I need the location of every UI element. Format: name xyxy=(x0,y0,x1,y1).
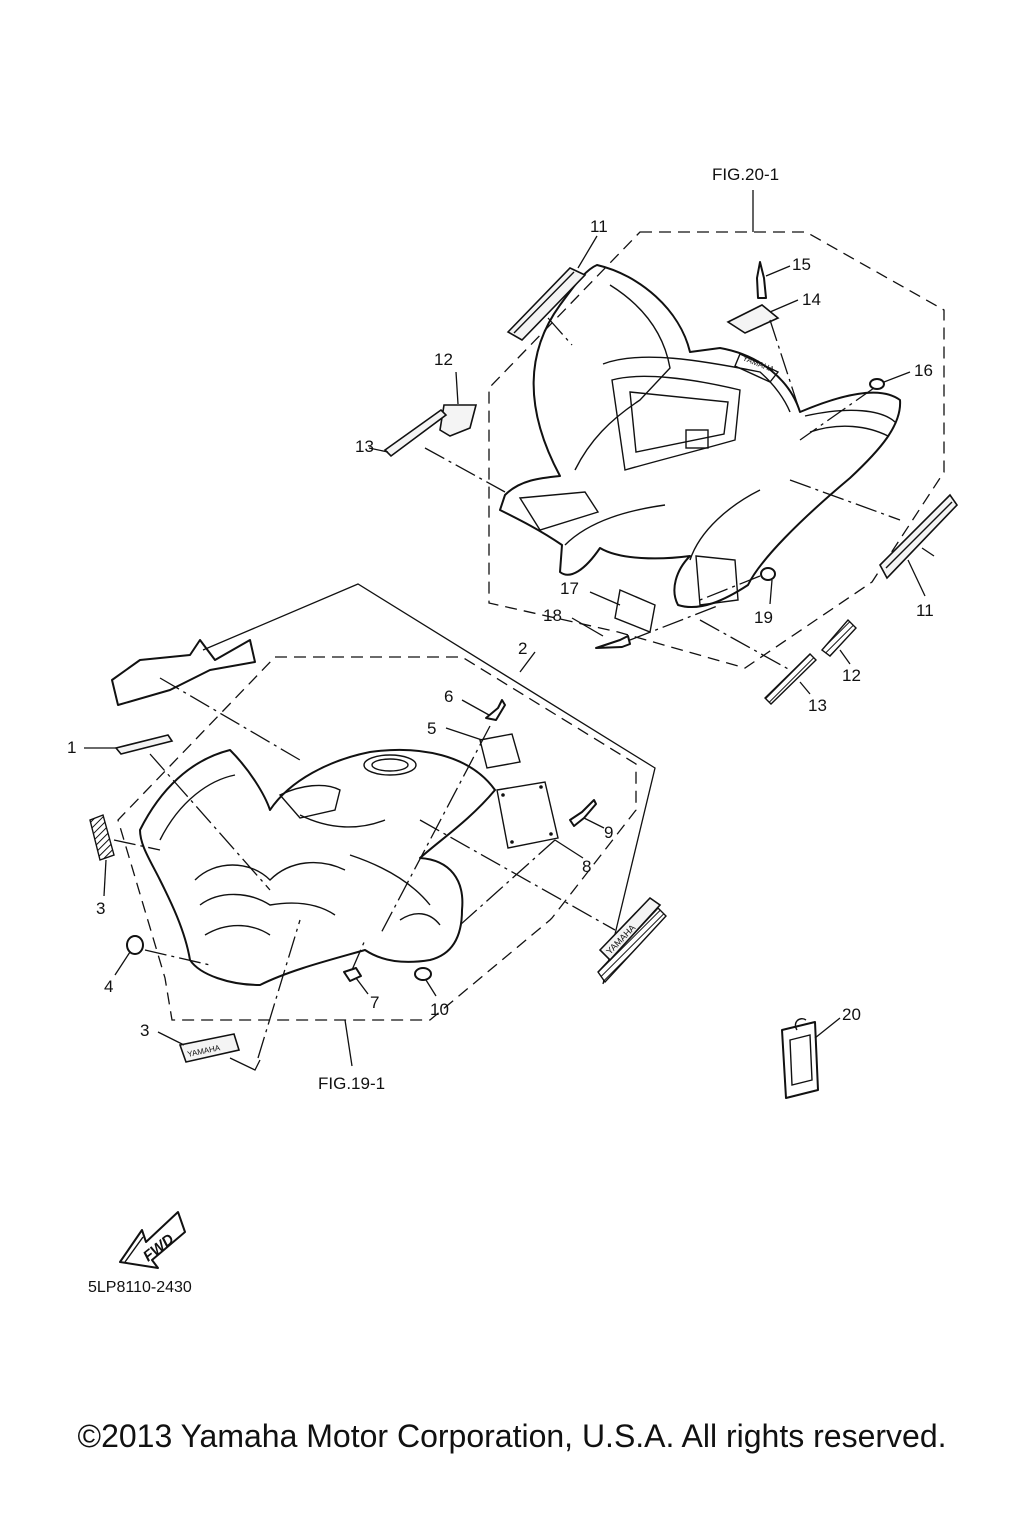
callout-8[interactable]: 8 xyxy=(582,857,591,876)
rear-group-boundary xyxy=(488,231,945,669)
rear-fender-group: FIG.20-1 YAMAHA 11 xyxy=(355,165,959,715)
front-plate-and-pin xyxy=(379,699,521,936)
callout-11-upper[interactable]: 11 xyxy=(590,217,608,236)
rear-plate-and-pin xyxy=(726,261,801,413)
callout-3-lower[interactable]: 3 xyxy=(140,1021,149,1040)
callout-2[interactable]: 2 xyxy=(518,639,527,658)
callout-9[interactable]: 9 xyxy=(604,823,613,842)
front-decal-3-side xyxy=(89,814,161,897)
callout-11-lower[interactable]: 11 xyxy=(916,601,934,620)
callout-4[interactable]: 4 xyxy=(104,977,113,996)
fig-ref-19-1[interactable]: FIG.19-1 xyxy=(318,1074,385,1093)
copyright-notice: ©2013 Yamaha Motor Corporation, U.S.A. A… xyxy=(77,1418,947,1454)
callout-3-upper[interactable]: 3 xyxy=(96,899,105,918)
callout-19[interactable]: 19 xyxy=(754,608,773,627)
callout-18[interactable]: 18 xyxy=(543,606,562,625)
front-fender-group: 2 FIG.19-1 1 xyxy=(67,583,667,1093)
callout-12-right[interactable]: 12 xyxy=(842,666,861,685)
callout-13-right[interactable]: 13 xyxy=(808,696,827,715)
callout-16[interactable]: 16 xyxy=(914,361,933,380)
rear-cap xyxy=(699,567,776,605)
front-brand-decal: YAMAHA xyxy=(419,819,667,984)
diagram-code: 5LP8110-2430 xyxy=(88,1279,192,1296)
front-decal-3-lower: YAMAHA xyxy=(157,919,301,1071)
rear-right-strip-decals xyxy=(699,618,857,705)
callout-15[interactable]: 15 xyxy=(792,255,811,274)
fwd-arrow-icon: FWD xyxy=(119,1211,186,1269)
callout-6[interactable]: 6 xyxy=(444,687,453,706)
fwd-label: FWD xyxy=(140,1231,178,1266)
front-group-boundary xyxy=(117,656,637,1021)
callout-10[interactable]: 10 xyxy=(430,1000,449,1019)
front-decal-1 xyxy=(84,734,271,891)
fig-ref-20-1[interactable]: FIG.20-1 xyxy=(712,165,779,184)
callout-5[interactable]: 5 xyxy=(427,719,436,738)
rear-grommet xyxy=(799,371,911,441)
rear-fender: YAMAHA xyxy=(499,264,902,609)
front-assembly-outline xyxy=(202,583,656,985)
rear-reflector-plate xyxy=(695,555,739,606)
front-top-decal xyxy=(111,639,301,761)
callout-20[interactable]: 20 xyxy=(842,1005,861,1024)
rear-left-strip-decals xyxy=(368,371,506,493)
front-lower-plate xyxy=(459,781,605,926)
front-fender xyxy=(139,748,496,986)
item-20-label-card xyxy=(781,1017,841,1099)
callout-12-left[interactable]: 12 xyxy=(434,350,453,369)
front-grommets xyxy=(343,939,437,997)
rear-lower-plate xyxy=(571,589,721,649)
callout-1[interactable]: 1 xyxy=(67,738,76,757)
front-cap-4 xyxy=(114,935,211,976)
callout-14[interactable]: 14 xyxy=(802,290,821,309)
callout-7[interactable]: 7 xyxy=(370,993,379,1012)
callout-17[interactable]: 17 xyxy=(560,579,579,598)
rear-decal-right xyxy=(789,479,959,597)
rear-decal-left xyxy=(506,235,598,346)
callout-13-left[interactable]: 13 xyxy=(355,437,374,456)
